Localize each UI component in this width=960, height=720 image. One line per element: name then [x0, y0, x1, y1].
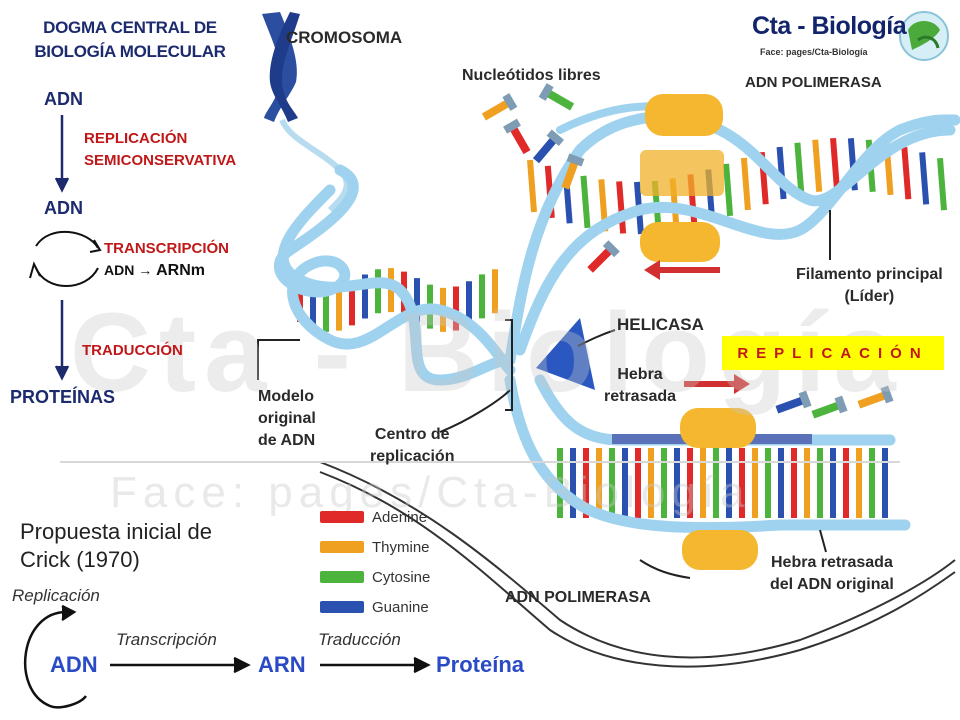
crick-protein: Proteína [436, 652, 525, 677]
label-polymerase-bottom: ADN POLIMERASA [505, 589, 651, 606]
label-replication-center: Centro de replicación [370, 424, 454, 468]
label-original-model: Modelo original de ADN [258, 386, 316, 452]
label-leading-line-2: (Líder) [844, 288, 895, 305]
scheme-proteins: PROTEÍNAS [10, 387, 116, 407]
title-line-1: DOGMA CENTRAL DE [43, 18, 217, 37]
legend-label-thymine: Thymine [372, 538, 430, 556]
scheme-transcription-sub: ADN → ARNm [104, 262, 205, 280]
crick-adn: ADN [50, 652, 98, 677]
transcription-cycle-icon [29, 231, 102, 287]
scheme-adn-top: ADN [44, 89, 83, 109]
leading-direction-arrow [644, 260, 720, 280]
scheme-replication-line-1: REPLICACIÓN [84, 130, 188, 147]
base-legend: Adenine Thymine Cytosine Guanine [320, 502, 430, 622]
scheme-transcription-from: ADN → [104, 262, 153, 278]
scheme-replication-line-2: SEMICONSERVATIVA [84, 152, 237, 169]
dna-polymerase-bottom-icon [680, 408, 758, 570]
logo-title: Cta - Biología [752, 12, 907, 40]
crick-arn: ARN [258, 652, 306, 677]
label-leading-strand: Filamento principal (Líder) [796, 264, 943, 308]
label-polymerase-top: ADN POLIMERASA [745, 74, 882, 91]
legend-swatch-cytosine [320, 571, 364, 583]
label-chromosome: CROMOSOMA [286, 28, 403, 47]
legend-item-adenine: Adenine [320, 502, 430, 532]
lagging-strand-bases [557, 448, 888, 518]
legend-label-adenine: Adenine [372, 508, 428, 526]
free-nucleotides-icons [481, 83, 894, 419]
original-dna-backbone [273, 164, 516, 386]
crick-translation: Traducción [318, 630, 401, 649]
legend-item-guanine: Guanine [320, 592, 430, 622]
replication-badge: REPLICACIÓN [722, 336, 944, 370]
title-line-2: BIOLOGÍA MOLECULAR [34, 42, 226, 61]
logo-globe-icon [899, 11, 949, 61]
crick-replication: Replicación [12, 586, 100, 605]
legend-label-guanine: Guanine [372, 598, 429, 616]
label-lagging-line-1: Hebra [617, 366, 663, 383]
label-original-lagging-line-2: del ADN original [770, 576, 894, 593]
label-helicase: HELICASA [617, 315, 704, 334]
scheme-transcription: TRANSCRIPCIÓN [104, 240, 230, 257]
label-free-nucleotides: Nucleótidos libres [462, 67, 601, 84]
crick-transcription: Transcripción [116, 630, 217, 649]
label-leader-lines [257, 210, 831, 579]
scheme-arrows [54, 115, 70, 381]
helicase-icon [536, 318, 595, 390]
scheme-replication: REPLICACIÓN SEMICONSERVATIVA [84, 128, 236, 172]
label-lagging-line-2: retrasada [604, 388, 677, 405]
label-model-line-3: de ADN [258, 432, 316, 449]
label-center-line-2: replicación [370, 448, 455, 465]
lagging-direction-arrow [684, 374, 750, 394]
scheme-translation: TRADUCCIÓN [82, 342, 183, 359]
legend-item-thymine: Thymine [320, 532, 430, 562]
original-strand-bottom [319, 461, 956, 668]
crick-title: Propuesta inicial de Crick (1970) [20, 518, 212, 574]
label-original-lagging: Hebra retrasada del ADN original [770, 552, 894, 596]
watermark-sub: Face: pages/Cta-Biología [110, 468, 751, 517]
crick-arrows [23, 604, 431, 709]
scheme-transcription-to: ARNm [156, 262, 206, 279]
label-original-lagging-line-1: Hebra retrasada [771, 554, 893, 571]
label-center-line-1: Centro de [374, 426, 450, 443]
crick-title-line-2: Crick (1970) [20, 547, 140, 572]
crick-title-line-1: Propuesta inicial de [20, 519, 213, 544]
label-model-line-2: original [258, 410, 316, 427]
logo-subtitle: Face: pages/Cta-Biología [760, 47, 868, 57]
label-lagging-strand: Hebra retrasada [604, 364, 676, 408]
legend-swatch-guanine [320, 601, 364, 613]
legend-swatch-thymine [320, 541, 364, 553]
legend-label-cytosine: Cytosine [372, 568, 431, 586]
label-leading-line-1: Filamento principal [796, 266, 943, 283]
scheme-adn-middle: ADN [44, 198, 83, 218]
legend-item-cytosine: Cytosine [320, 562, 430, 592]
dna-polymerase-top-icon [640, 94, 724, 262]
page-title: DOGMA CENTRAL DE BIOLOGÍA MOLECULAR [14, 16, 246, 64]
label-model-line-1: Modelo [258, 388, 314, 405]
legend-swatch-adenine [320, 511, 364, 523]
